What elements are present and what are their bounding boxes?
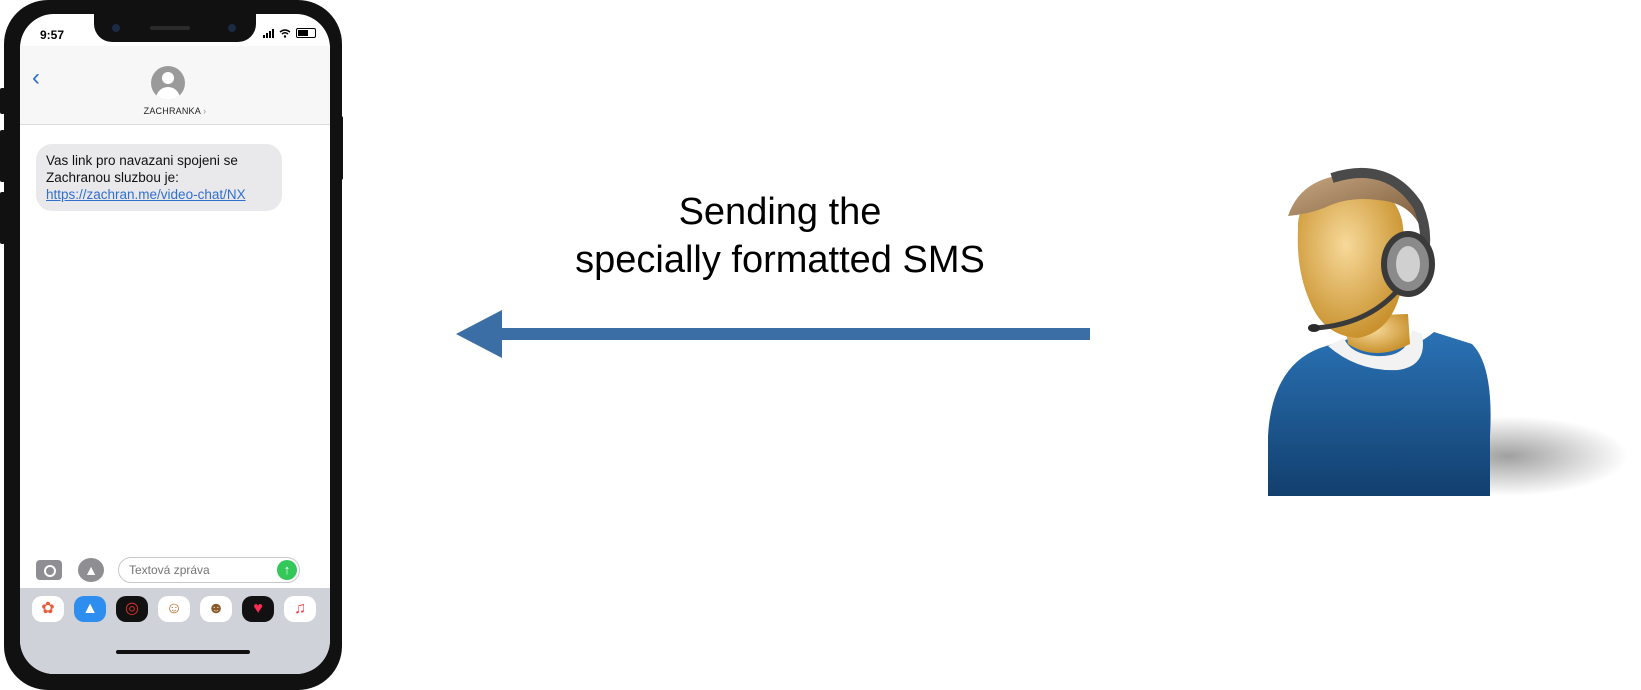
volume-down-button (0, 192, 5, 244)
conversation-header: ‹ ZACHRANKA › (20, 46, 330, 125)
monkey-animoji-icon[interactable]: ☻ (200, 596, 232, 622)
message-input[interactable] (118, 557, 300, 583)
battery-icon (296, 28, 316, 38)
music-icon[interactable]: ♫ (284, 596, 316, 622)
message-bubble: Vas link pro navazani spojeni se Zachran… (36, 144, 282, 211)
status-time: 9:57 (40, 28, 65, 42)
camera-icon[interactable] (36, 560, 62, 580)
mute-switch (0, 88, 5, 114)
volume-up-button (0, 130, 5, 182)
signal-icon (263, 28, 274, 38)
home-indicator (116, 650, 250, 654)
memoji-icon[interactable]: ☺ (158, 596, 190, 622)
message-text: Vas link pro navazani spojeni se Zachran… (46, 153, 238, 185)
support-agent-headset-icon (1268, 167, 1628, 496)
camera-icon (228, 24, 236, 32)
imessage-app-tray: ✿ ▲ ◎ ☺ ☻ ♥ ♫ (20, 588, 330, 674)
phone-mockup: 9:57 ‹ ZACHRANKA › (0, 0, 343, 690)
power-button (338, 116, 343, 180)
caption-line-1: Sending the (678, 191, 882, 233)
back-chevron-icon[interactable]: ‹ (32, 64, 40, 91)
sensor-icon (112, 24, 120, 32)
left-arrow-icon (456, 310, 1090, 358)
message-composer: ▲ ↑ (20, 554, 330, 590)
app-store-icon[interactable]: ▲ (74, 596, 106, 622)
contact-avatar[interactable] (151, 66, 185, 100)
heart-digital-touch-icon[interactable]: ♥ (242, 596, 274, 622)
photos-icon[interactable]: ✿ (32, 596, 64, 622)
wifi-icon (279, 28, 291, 38)
phone-screen: 9:57 ‹ ZACHRANKA › (20, 14, 330, 674)
app-store-icon[interactable]: ▲ (78, 558, 104, 582)
diagram-caption: Sending the specially formatted SMS (560, 188, 1000, 284)
message-link[interactable]: https://zachran.me/video-chat/NX (46, 187, 246, 202)
send-button[interactable]: ↑ (277, 560, 297, 580)
speaker-slot (150, 26, 190, 30)
notch (94, 14, 256, 42)
caption-line-2: specially formatted SMS (575, 239, 985, 281)
status-icons (263, 28, 316, 38)
activity-icon[interactable]: ◎ (116, 596, 148, 622)
contact-name[interactable]: ZACHRANKA › (143, 106, 207, 116)
